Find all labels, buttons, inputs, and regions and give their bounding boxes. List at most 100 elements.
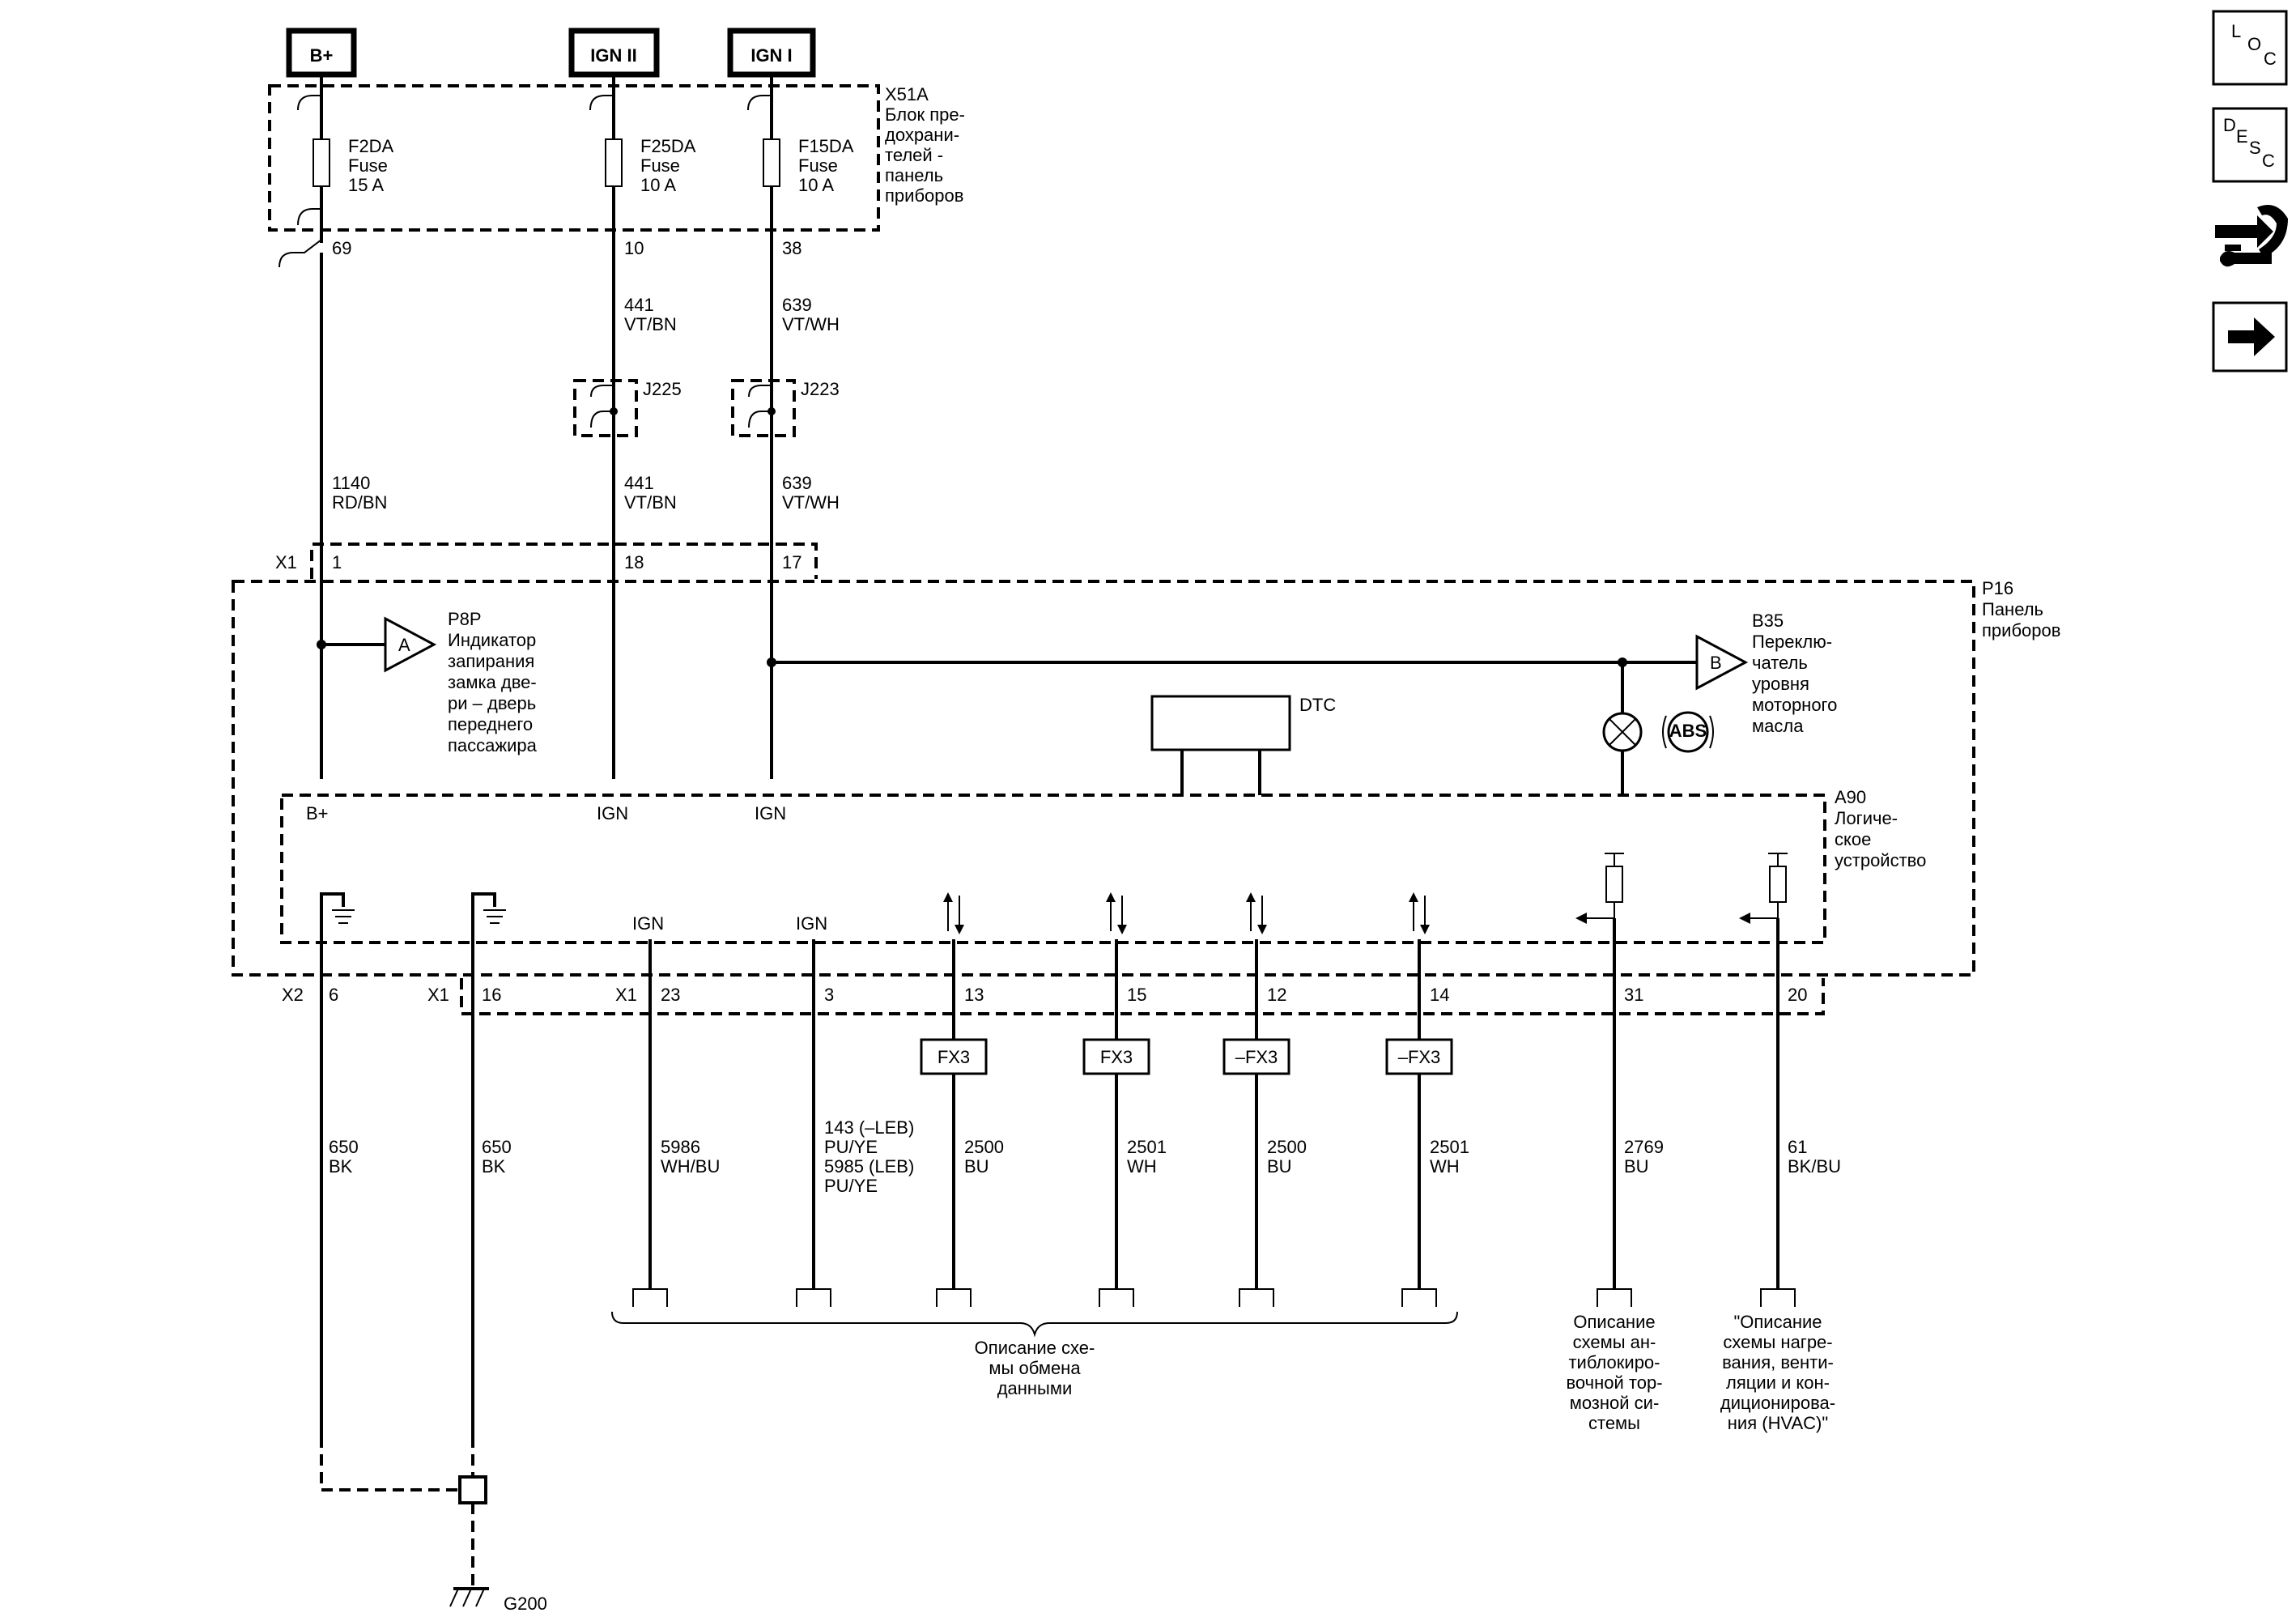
connector-x1-top-outline	[310, 543, 818, 579]
bottom-wire-7-num: 2500	[1267, 1137, 1307, 1157]
svg-text:замка две-: замка две-	[448, 672, 537, 692]
ref-abs-2: схемы ан-	[1573, 1332, 1656, 1352]
svg-text:DTC: DTC	[1299, 695, 1336, 715]
bottom-wire-8-num: 2501	[1430, 1137, 1469, 1157]
ref-abs-6: стемы	[1588, 1413, 1640, 1433]
connector-x2-label: X2	[282, 985, 304, 1005]
logic-unit-input-ign-2: IGN	[755, 803, 786, 823]
svg-text:B: B	[1710, 653, 1722, 673]
fuse-1-type: Fuse	[348, 155, 388, 176]
svg-text:B35: B35	[1752, 611, 1784, 631]
indicator-p8p: A P8P Индикатор запирания замка две- ри …	[317, 609, 538, 755]
svg-text:L: L	[2231, 21, 2241, 41]
bottom-wire-7-color: BU	[1267, 1156, 1292, 1177]
fuse-1-rating: 15 A	[348, 175, 384, 195]
bottom-wire-9-num: 2769	[1624, 1137, 1664, 1157]
svg-text:–FX3: –FX3	[1398, 1047, 1441, 1067]
bottom-wire-6-num: 2501	[1127, 1137, 1167, 1157]
svg-text:A: A	[398, 635, 410, 655]
wire-441b-color: VT/BN	[624, 492, 677, 513]
ref-abs-4: вочной тор-	[1566, 1372, 1662, 1393]
abs-warning-lamp	[1602, 657, 1643, 795]
fuse-block-desc-1: Блок пре-	[885, 104, 965, 125]
fuse-block-desc-4: панель	[885, 165, 943, 185]
next-arrow-icon[interactable]	[2212, 301, 2288, 372]
bidirectional-arrow-icon	[1409, 892, 1430, 934]
svg-text:пассажира: пассажира	[448, 735, 538, 755]
loc-icon[interactable]: L O C	[2212, 10, 2288, 86]
svg-text:E: E	[2236, 126, 2248, 147]
svg-text:ри – дверь: ри – дверь	[448, 693, 536, 713]
svg-text:уровня: уровня	[1752, 674, 1809, 694]
wire-441a-color: VT/BN	[624, 314, 677, 334]
panel-p16-desc-1: Панель	[1982, 599, 2043, 619]
logic-unit-desc-3: устройство	[1835, 850, 1926, 870]
bottom-wire-5-color: BU	[964, 1156, 989, 1177]
svg-text:B+: B+	[310, 45, 334, 66]
fx3-box: –FX3	[1385, 1038, 1453, 1075]
bottom-wire-4-line-2: PU/YE	[824, 1137, 878, 1157]
fuse-2-rating: 10 A	[640, 175, 676, 195]
wire-441b-num: 441	[624, 473, 654, 493]
bottom-pin-23: 23	[661, 985, 680, 1005]
bottom-wire-2-color: BK	[482, 1156, 506, 1177]
svg-text:S: S	[2249, 138, 2261, 158]
fx3-box: –FX3	[1222, 1038, 1290, 1075]
svg-text:моторного: моторного	[1752, 695, 1837, 715]
ref-hvac-2: схемы нагре-	[1723, 1332, 1832, 1352]
fuse-2-type: Fuse	[640, 155, 680, 176]
bottom-wire-8-color: WH	[1430, 1156, 1460, 1177]
logic-unit-desc-2: ское	[1835, 829, 1871, 849]
pullup-resistor-31	[1575, 853, 1624, 924]
bottom-pin-31: 31	[1624, 985, 1643, 1005]
svg-text:переднего: переднего	[448, 714, 533, 734]
bottom-wire-4-line-3: 5985 (LEB)	[824, 1156, 914, 1177]
pin-38: 38	[782, 238, 801, 258]
bottom-pin-3: 3	[824, 985, 834, 1005]
svg-text:Индикатор: Индикатор	[448, 630, 536, 650]
fuse-block-desc-2: дохрани-	[885, 125, 959, 145]
bottom-wire-1-num: 650	[329, 1137, 359, 1157]
switch-b35: B B35 Переклю- чатель уровня моторного м…	[767, 611, 1837, 736]
bottom-wire-3-num: 5986	[661, 1137, 700, 1157]
terminal-connectors	[632, 1288, 1796, 1307]
bottom-wire-10-color: BK/BU	[1788, 1156, 1841, 1177]
connector-x1-bottom-outline	[460, 978, 1825, 1015]
connector-x1-top-label: X1	[275, 552, 297, 572]
power-source-ign1: IGN I	[727, 28, 816, 78]
svg-text:J225: J225	[643, 379, 682, 399]
bidirectional-arrow-icon	[1106, 892, 1127, 934]
power-source-bplus: B+	[286, 28, 357, 78]
panel-p16-desc-2: приборов	[1982, 620, 2060, 640]
wire-441a-num: 441	[624, 295, 654, 315]
fuse-2-name: F25DA	[640, 136, 696, 156]
logic-unit-desc-1: Логиче-	[1835, 808, 1898, 828]
fuse-block-desc-3: телей -	[885, 145, 943, 165]
wire-639b-color: VT/WH	[782, 492, 840, 513]
wire-1140-color: RD/BN	[332, 492, 387, 513]
desc-icon[interactable]: D E S C	[2212, 107, 2288, 183]
wire-1140-num: 1140	[332, 473, 370, 493]
dtc-module: DTC	[1150, 695, 1336, 795]
connector-x1-top-pin-1: 1	[332, 552, 342, 572]
wire-bplus-top	[278, 74, 330, 779]
ref-data-comm-2: мы обмена	[989, 1358, 1081, 1378]
splice-j223: J223	[731, 379, 840, 437]
panel-p16-id: P16	[1982, 578, 2013, 598]
panel-p16-outline	[232, 580, 1975, 977]
bottom-wire-6-color: WH	[1127, 1156, 1157, 1177]
svg-text:FX3: FX3	[1100, 1047, 1133, 1067]
connector-tool-icon[interactable]	[2215, 205, 2288, 267]
ref-hvac-4: ляции и кон-	[1726, 1372, 1830, 1393]
ground-icon	[320, 892, 355, 943]
ign-label-3: IGN	[796, 913, 827, 934]
svg-text:C: C	[2262, 151, 2275, 171]
svg-text:G200: G200	[504, 1594, 547, 1614]
bottom-wire-4-line-1: 143 (–LEB)	[824, 1117, 914, 1138]
fx3-box: FX3	[1082, 1038, 1150, 1075]
svg-text:–FX3: –FX3	[1235, 1047, 1278, 1067]
wire-ign2-top	[589, 74, 623, 779]
svg-text:P8P: P8P	[448, 609, 482, 629]
power-source-ign2: IGN II	[568, 28, 660, 78]
bottom-wire-3-color: WH/BU	[661, 1156, 720, 1177]
